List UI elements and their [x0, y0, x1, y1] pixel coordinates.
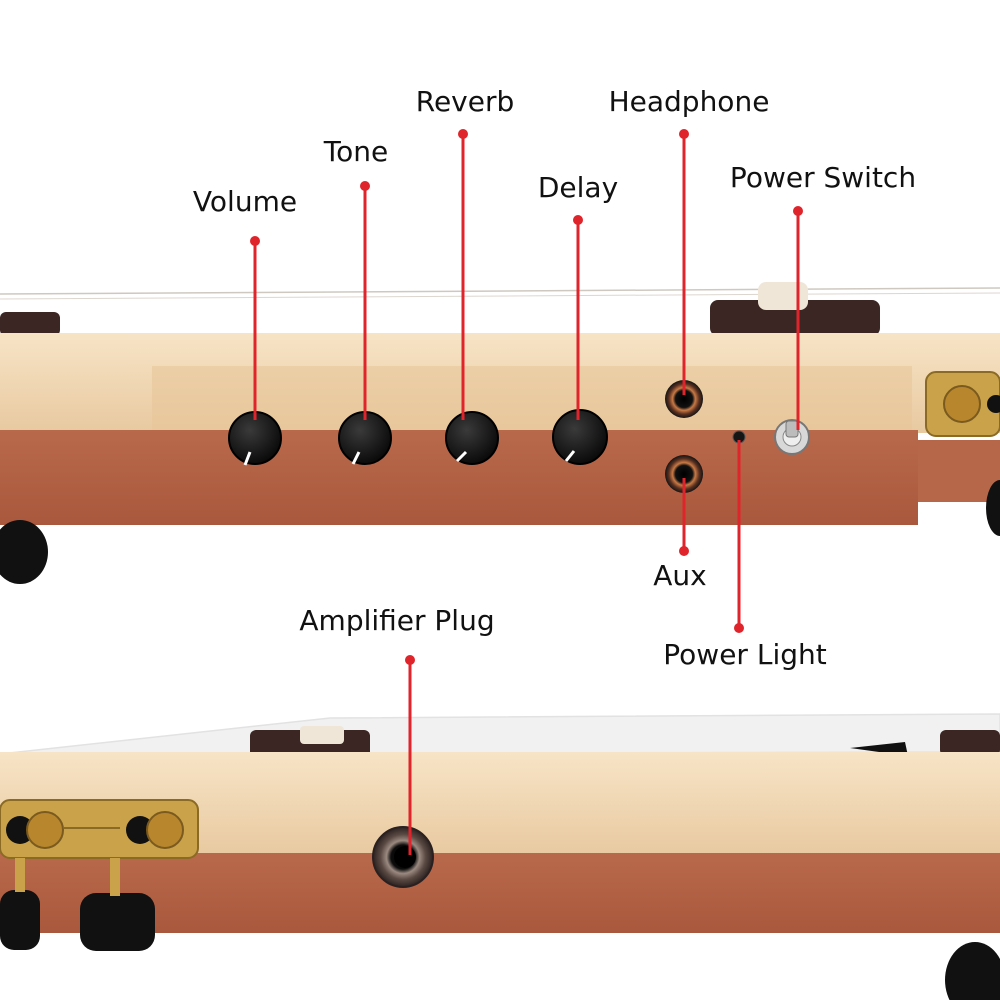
label-reverb: Reverb [415, 85, 515, 118]
bottom-view [0, 713, 1000, 1000]
top-left-bridge [0, 312, 60, 336]
pointer-dot-delay [573, 215, 583, 225]
label-volume: Volume [192, 185, 298, 218]
aux-jack[interactable] [665, 455, 703, 493]
stand-foot-left [0, 520, 48, 584]
pointer-dot-power-light [734, 623, 744, 633]
headstock-side [918, 440, 1000, 502]
top-right-bridge [710, 300, 880, 336]
label-tone: Tone [323, 135, 389, 168]
callout-pointers [250, 129, 803, 855]
power-switch[interactable] [774, 419, 810, 455]
stand-foot-right [945, 942, 1000, 1000]
pointer-dot-amplifier-plug [405, 655, 415, 665]
tuner-plates-bottom [0, 799, 199, 859]
top-view [0, 282, 1000, 584]
pointer-dot-aux [679, 546, 689, 556]
tuner-button-left [0, 890, 40, 950]
tuner-button-right [80, 893, 155, 951]
delay-knob[interactable] [552, 409, 608, 465]
pointer-dot-headphone [679, 129, 689, 139]
volume-knob[interactable] [228, 411, 282, 466]
pointer-dot-power-switch [793, 206, 803, 216]
pointer-dot-reverb [458, 129, 468, 139]
label-aux: Aux [653, 559, 707, 592]
label-delay: Delay [537, 171, 619, 204]
label-amplifier-plug: Amplifier Plug [299, 604, 495, 637]
label-headphone: Headphone [608, 85, 770, 118]
pointer-dot-tone [360, 181, 370, 191]
pointer-dot-volume [250, 236, 260, 246]
saddle [758, 282, 808, 310]
headphone-jack[interactable] [665, 380, 703, 418]
label-power-switch: Power Switch [729, 161, 917, 194]
amplifier-plug-jack[interactable] [372, 826, 434, 888]
label-power-light: Power Light [663, 638, 827, 671]
mahogany-layer-bottom [0, 853, 1000, 933]
reverb-knob[interactable] [445, 411, 499, 465]
